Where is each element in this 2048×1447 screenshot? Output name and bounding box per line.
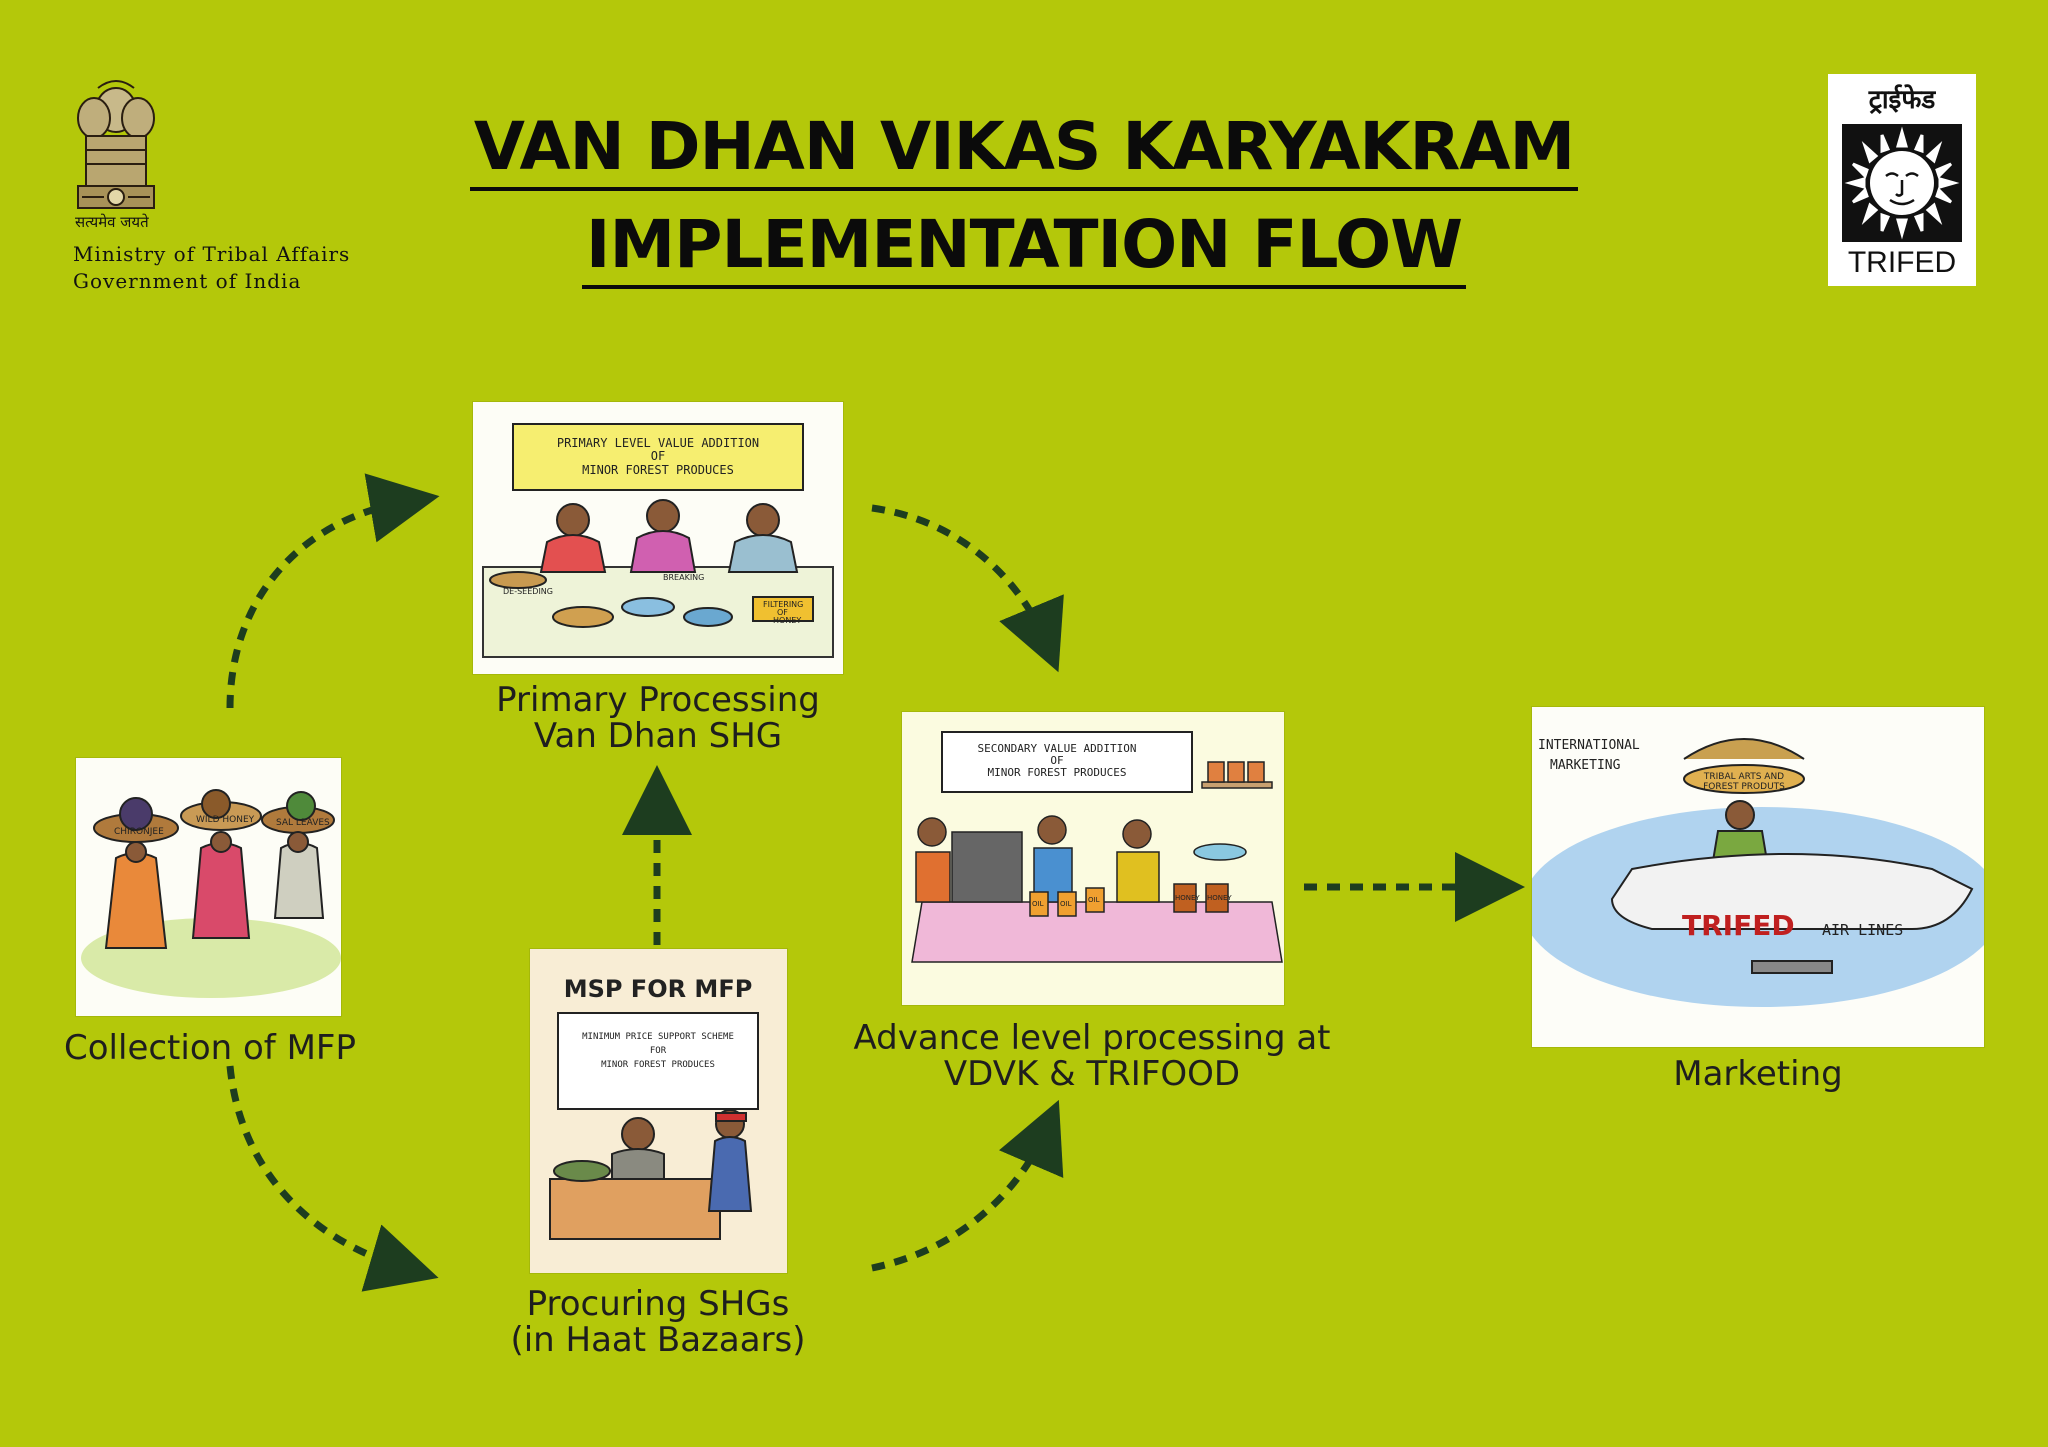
tag-of: OF xyxy=(777,608,788,617)
marketing-cartoon: INTERNATIONAL MARKETING TRIBAL ARTS AND … xyxy=(1532,707,1984,1047)
tag-filtering: FILTERING xyxy=(763,600,803,609)
advance-processing-cartoon: SECONDARY VALUE ADDITION OF MINOR FOREST… xyxy=(902,712,1284,1005)
jar-tag-oil-1: OIL xyxy=(1032,900,1044,908)
trifed-hindi-text: ट्राईफेड xyxy=(1868,85,1936,115)
advance-banner-line3: MINOR FOREST PRODUCES xyxy=(987,766,1126,779)
jar-tag-honey-1: HONEY xyxy=(1175,894,1200,902)
primary-processing-cartoon: PRIMARY LEVEL VALUE ADDITION OF MINOR FO… xyxy=(473,402,843,674)
page-title-line1: VAN DHAN VIKAS KARYAKRAM xyxy=(0,108,2048,191)
procuring-banner-line1: MINIMUM PRICE SUPPORT SCHEME xyxy=(582,1032,734,1042)
marketing-caption-line2: MARKETING xyxy=(1550,758,1621,773)
label-collection: Collection of MFP xyxy=(64,1028,356,1068)
primary-banner-line3: MINOR FOREST PRODUCES xyxy=(582,463,734,477)
plane-brand: TRIFED xyxy=(1682,909,1795,942)
label-advance: Advance level processing at VDVK & TRIFO… xyxy=(853,1018,1331,1094)
basket-tag-sal-leaves: SAL LEAVES xyxy=(276,818,330,828)
advance-banner-line1: SECONDARY VALUE ADDITION xyxy=(978,742,1137,755)
arrow-collection-to-procuring xyxy=(226,1065,439,1292)
collection-cartoon: CHIRONJEE WILD HONEY SAL LEAVES xyxy=(76,758,341,1016)
label-primary: Primary Processing Van Dhan SHG xyxy=(496,680,820,756)
basket-tag-chironjee: CHIRONJEE xyxy=(114,827,164,837)
sun-face-icon xyxy=(1842,124,1962,242)
procuring-cartoon: MSP FOR MFP MINIMUM PRICE SUPPORT SCHEME… xyxy=(530,949,787,1273)
label-marketing: Marketing xyxy=(1673,1054,1843,1094)
emblem-motto: सत्यमेव जयते xyxy=(75,213,149,231)
trifed-logo: ट्राईफेड TRIFED xyxy=(1828,74,1976,286)
primary-banner-line1: PRIMARY LEVEL VALUE ADDITION xyxy=(557,436,759,450)
advance-banner-line2: OF xyxy=(1050,754,1063,767)
ministry-line2: Government of India xyxy=(73,269,302,293)
label-procuring: Procuring SHGs (in Haat Bazaars) xyxy=(510,1284,806,1360)
ministry-line1: Ministry of Tribal Affairs xyxy=(73,242,351,266)
jar-tag-honey-2: HONEY xyxy=(1207,894,1232,902)
tag-de-seeding: DE-SEEDING xyxy=(503,587,553,596)
arrow-procuring-to-advance xyxy=(871,1099,1064,1272)
basket-line1: TRIBAL ARTS AND xyxy=(1703,772,1784,782)
procuring-banner-line3: MINOR FOREST PRODUCES xyxy=(601,1060,715,1070)
arrow-primary-to-advance xyxy=(871,504,1064,673)
basket-line2: FOREST PRODUTS xyxy=(1703,782,1785,792)
trifed-logo-text: TRIFED xyxy=(1847,246,1957,279)
marketing-caption-line1: INTERNATIONAL xyxy=(1538,738,1640,753)
primary-banner-line2: OF xyxy=(651,449,665,463)
basket-tag-wild-honey: WILD HONEY xyxy=(196,815,255,825)
tag-breaking: BREAKING xyxy=(663,573,704,582)
national-emblem-icon xyxy=(68,72,164,216)
page-title-line2: IMPLEMENTATION FLOW xyxy=(0,206,2048,289)
tag-honey: HONEY xyxy=(773,616,801,625)
jar-tag-oil-2: OIL xyxy=(1060,900,1072,908)
msp-heading: MSP FOR MFP xyxy=(564,975,753,1003)
procuring-banner-line2: FOR xyxy=(650,1046,667,1056)
plane-suffix: AIR LINES xyxy=(1822,921,1903,939)
jar-tag-oil-3: OIL xyxy=(1088,896,1100,904)
arrow-collection-to-primary xyxy=(226,473,440,709)
ministry-name: Ministry of Tribal Affairs Government of… xyxy=(73,241,350,295)
